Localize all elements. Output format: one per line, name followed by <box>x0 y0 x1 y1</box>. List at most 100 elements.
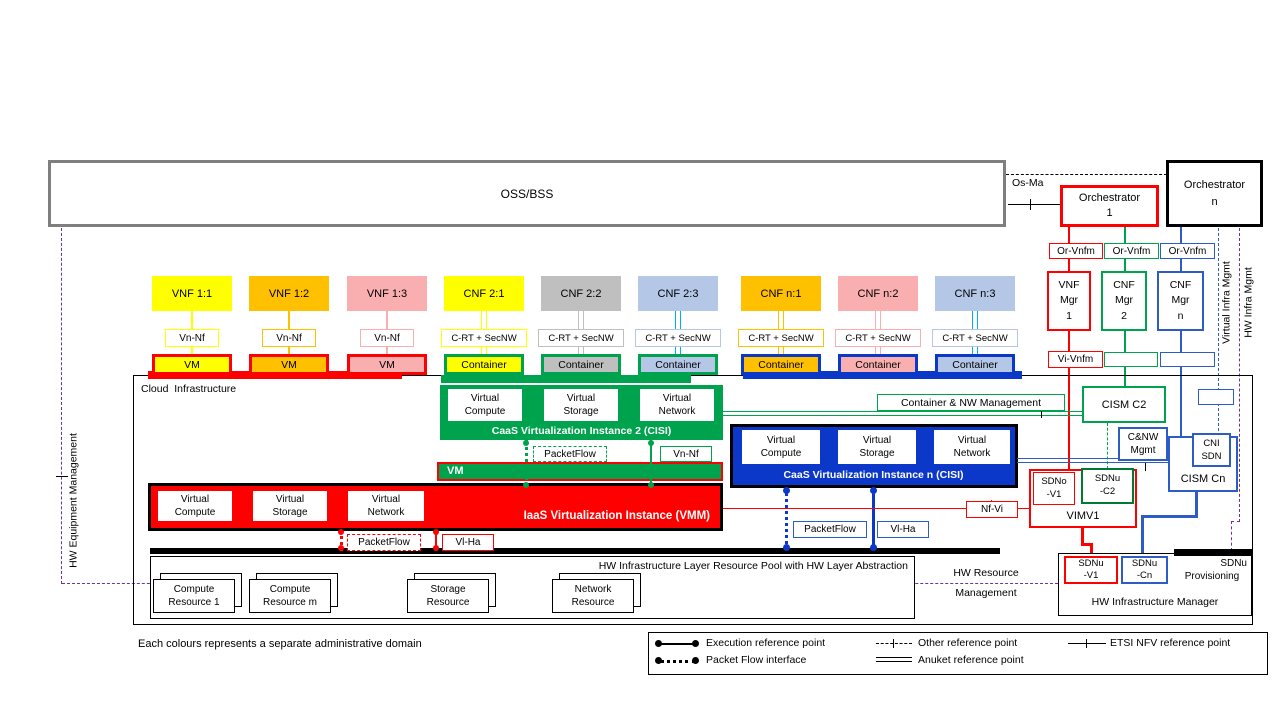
caasn-domain-bar <box>743 371 1022 379</box>
cnf-2-1-iface: C-RT + SecNW <box>441 329 527 347</box>
caas2-packetflow-dot-bottom <box>523 482 529 488</box>
cnf-mgr-n-box: CNF Mgr n <box>1157 271 1204 331</box>
cell-line: Network <box>574 584 612 595</box>
nfvi-line <box>723 508 1029 509</box>
hw-equipment-mgmt-label: HW Equipment Management <box>67 433 80 568</box>
cell-line: Network <box>367 507 405 518</box>
sdnu-provisioning-bar <box>1174 549 1252 556</box>
caas2-packetflow-dot-top <box>523 440 529 446</box>
caas2-vnnf-dot-bottom <box>648 482 654 488</box>
execution-ref-dot-r <box>692 640 699 647</box>
hw-infra-mgmt-label: HW Infra Mgmt <box>1242 267 1255 338</box>
sdnu-c2-box: SDNu -C2 <box>1081 468 1134 504</box>
vnf-mgr-1-l1: VNF <box>1058 279 1080 292</box>
iaas-packetflow-label: PacketFlow <box>347 534 421 551</box>
container-nw-mgmt-label: Container & NW Management <box>877 394 1065 411</box>
hw-equipment-mgmt-line <box>61 228 62 584</box>
hw-pool-title: HW Infrastructure Layer Resource Pool wi… <box>598 560 908 572</box>
sdno-v1-l2: -V1 <box>1046 488 1062 500</box>
cnf-n-2-iface: C-RT + SecNW <box>835 329 921 347</box>
cnf-2-1-container: Container <box>444 354 524 375</box>
cnf-2-3-container: Container <box>638 354 718 375</box>
legend-execution-label: Execution reference point <box>706 637 826 649</box>
caas2-domain-bar <box>441 375 691 383</box>
cell-line: Resource <box>571 597 615 608</box>
cell-line: Resource 1 <box>168 597 220 608</box>
iaas-domain-bar <box>148 371 402 379</box>
vim-sdnu-line-v2 <box>1090 543 1093 556</box>
or-vnfm-label-green: Or-Vnfm <box>1104 243 1159 259</box>
vm-bar-label: VM <box>447 465 464 477</box>
sdnu-cn-l2: -Cn <box>1136 570 1153 581</box>
caasn-vlha-dot-top <box>870 487 877 494</box>
cnf-2-3-iface: C-RT + SecNW <box>635 329 721 347</box>
vnf-mgr-1-box: VNF Mgr 1 <box>1047 271 1091 331</box>
vnf-1-3-iface: Vn-Nf <box>360 329 414 347</box>
orchestrator-n-box: Orchestrator n <box>1166 160 1263 227</box>
caas2-vnnf-line <box>650 440 652 486</box>
cell-line: Network <box>953 448 991 459</box>
cnf-n-2-container: Container <box>838 354 918 375</box>
cell-line: Resource m <box>263 597 317 608</box>
cismcn-sdnu-line-v1 <box>1195 492 1198 518</box>
cell-line: Virtual <box>275 494 305 505</box>
oss-bss-box: OSS/BSS <box>48 160 1006 227</box>
anuket-ref-glyph <box>876 657 912 662</box>
vim-sdnu-line-v1 <box>1081 528 1084 545</box>
cnf-n-2-box: CNF n:2 <box>838 276 918 311</box>
orchestrator-1-num: 1 <box>1106 207 1113 219</box>
orchestrator-n-num: n <box>1211 195 1218 208</box>
cnf-mgr-2-box: CNF Mgr 2 <box>1101 271 1147 331</box>
hw-abstraction-bar <box>150 548 1000 554</box>
cnf-2-1-box: CNF 2:1 <box>444 276 524 311</box>
cell-line: Compute <box>760 448 802 459</box>
caasn-packetflow-label: PacketFlow <box>793 521 867 538</box>
vnf-1-2-vm: VM <box>249 354 329 375</box>
cni-sdn-l1: CNI <box>1203 437 1220 449</box>
vnf-1-3-box: VNF 1:3 <box>347 276 427 311</box>
cell-line: Compute <box>173 584 215 595</box>
sdnu-cn-l1: SDNu <box>1131 558 1158 570</box>
cell-line: Virtual <box>470 393 500 404</box>
vnf-1-1-box: VNF 1:1 <box>152 276 232 311</box>
empty-ref-box-blue <box>1160 352 1215 367</box>
cnf-n-1-container: Container <box>741 354 821 375</box>
cnw-mgmt-l1: C&NW <box>1127 431 1159 443</box>
cell-line: Virtual <box>766 435 796 446</box>
sdnu-v1-box: SDNu -V1 <box>1064 556 1118 584</box>
caas2-title: CaaS Virtualization Instance 2 (CISI) <box>491 425 672 437</box>
iaas-vlha-dot-top <box>433 529 439 535</box>
nfvi-label: Nf-Vi <box>966 501 1018 518</box>
cell-line: Virtual <box>566 393 596 404</box>
virtual-infra-mgmt-label: Virtual Infra Mgmt <box>1220 261 1233 344</box>
cism-cn-label: CISM Cn <box>1180 473 1226 485</box>
os-ma-tick <box>1030 199 1031 210</box>
cell-line: Storage <box>859 448 895 459</box>
caasn-vlha-dot-bottom <box>870 544 877 551</box>
sdnu-cn-box: SDNu -Cn <box>1121 556 1168 584</box>
caasn-cism-tick <box>1145 463 1146 471</box>
caasn-title: CaaS Virtualization Instance n (CISI) <box>783 469 964 481</box>
iaas-title: IaaS Virtualization Instance (VMM) <box>523 510 710 522</box>
virtual-infra-mgmt-line <box>1218 228 1219 436</box>
cell-line: Resource <box>426 597 470 608</box>
legend-anuket-label: Anuket reference point <box>918 654 1024 666</box>
empty-ref-box-cloud-blue <box>1198 389 1234 405</box>
cnw-mgmt-l2: Mgmt <box>1130 445 1156 456</box>
other-ref-tick <box>893 639 894 648</box>
orchn-rail-blue <box>1180 226 1182 436</box>
cnf-n-3-box: CNF n:3 <box>935 276 1015 311</box>
cnf-mgr-n-l3: n <box>1177 309 1184 322</box>
cnf-2-2-box: CNF 2:2 <box>541 276 621 311</box>
sdnu-c2-l1: SDNu <box>1094 473 1121 485</box>
packet-flow-dot-l <box>655 657 662 664</box>
orchestrator-1-label: Orchestrator <box>1078 192 1141 205</box>
cism-c2-sdnu-dashed-line <box>1107 423 1108 469</box>
